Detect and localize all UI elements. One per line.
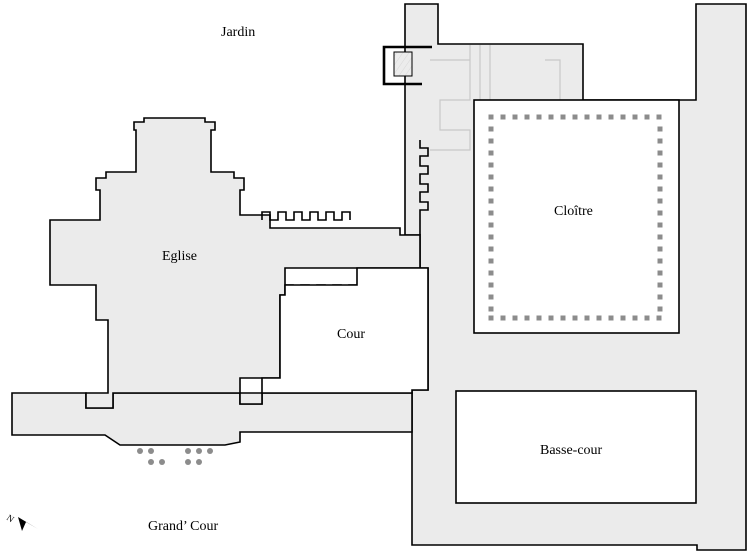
cloister-column xyxy=(608,114,614,120)
cloister-column xyxy=(488,150,494,156)
cloister-column xyxy=(488,246,494,252)
cloister-column xyxy=(657,138,663,144)
cloister-arcade xyxy=(488,114,663,321)
portal-columns xyxy=(137,448,213,465)
cloister-column xyxy=(596,114,602,120)
cloister-column xyxy=(596,315,602,321)
label-cloitre: Cloître xyxy=(554,204,593,219)
cloister-column xyxy=(657,186,663,192)
label-cour: Cour xyxy=(337,327,365,342)
cloister-column xyxy=(657,222,663,228)
cloister-column xyxy=(657,162,663,168)
cloister-court xyxy=(473,99,680,334)
stair-steps xyxy=(393,51,413,77)
cloister-column xyxy=(500,315,506,321)
cloister-column xyxy=(644,315,650,321)
cloister-column xyxy=(536,315,542,321)
cloister-column xyxy=(657,306,663,312)
cloister-column xyxy=(657,150,663,156)
cloister-column xyxy=(657,270,663,276)
cloister-column xyxy=(512,114,518,120)
cloister-column xyxy=(488,282,494,288)
cloister-column xyxy=(488,306,494,312)
north-arrow-icon: N xyxy=(5,512,38,531)
cloister-column xyxy=(536,114,542,120)
cloister-column xyxy=(657,282,663,288)
cloister-column xyxy=(512,315,518,321)
cloister-column xyxy=(560,315,566,321)
cloister-column xyxy=(657,126,663,132)
church xyxy=(49,117,421,409)
cloister-column xyxy=(488,315,494,321)
cloister-column xyxy=(488,210,494,216)
cloister-column xyxy=(548,114,554,120)
cloister-column xyxy=(572,114,578,120)
basse-cour-court xyxy=(455,390,697,504)
cloister-column xyxy=(488,222,494,228)
cloister-column xyxy=(657,294,663,300)
cloister-column xyxy=(524,315,530,321)
cloister-column xyxy=(488,138,494,144)
cloister-column xyxy=(488,270,494,276)
label-jardin: Jardin xyxy=(221,25,255,40)
cloister-column xyxy=(488,258,494,264)
cloister-column xyxy=(657,246,663,252)
cloister-column xyxy=(584,114,590,120)
cloister-column xyxy=(488,186,494,192)
cloister-column xyxy=(500,114,506,120)
cloister-column xyxy=(644,114,650,120)
label-basse-cour: Basse-cour xyxy=(540,443,603,458)
cloister-column xyxy=(657,198,663,204)
compass-letter: N xyxy=(5,512,16,524)
cloister-column xyxy=(488,234,494,240)
cloister-column xyxy=(548,315,554,321)
cloister-column xyxy=(560,114,566,120)
cloister-column xyxy=(632,315,638,321)
cloister-column xyxy=(657,210,663,216)
cloister-column xyxy=(620,114,626,120)
cloister-column xyxy=(488,114,494,120)
cloister-column xyxy=(620,315,626,321)
cloister-column xyxy=(657,234,663,240)
cloister-column xyxy=(572,315,578,321)
label-eglise: Eglise xyxy=(162,249,197,264)
label-grand-cour: Grand’ Cour xyxy=(148,519,218,534)
cloister-column xyxy=(656,114,662,120)
cloister-column xyxy=(657,258,663,264)
stair-tower xyxy=(382,45,432,86)
cloister-column xyxy=(656,315,662,321)
south-corridor xyxy=(11,392,413,446)
cloister-column xyxy=(488,294,494,300)
cloister-column xyxy=(488,174,494,180)
cloister-column xyxy=(488,162,494,168)
cloister-column xyxy=(488,198,494,204)
cloister-column xyxy=(657,174,663,180)
north-passage-buttresses xyxy=(419,140,429,235)
cloister-column xyxy=(632,114,638,120)
cloister-column xyxy=(524,114,530,120)
cloister-column xyxy=(608,315,614,321)
cloister-column xyxy=(488,126,494,132)
faded-structure xyxy=(430,45,561,151)
cour-court xyxy=(261,267,429,394)
cloister-column xyxy=(584,315,590,321)
north-aisle-buttresses xyxy=(261,211,351,221)
